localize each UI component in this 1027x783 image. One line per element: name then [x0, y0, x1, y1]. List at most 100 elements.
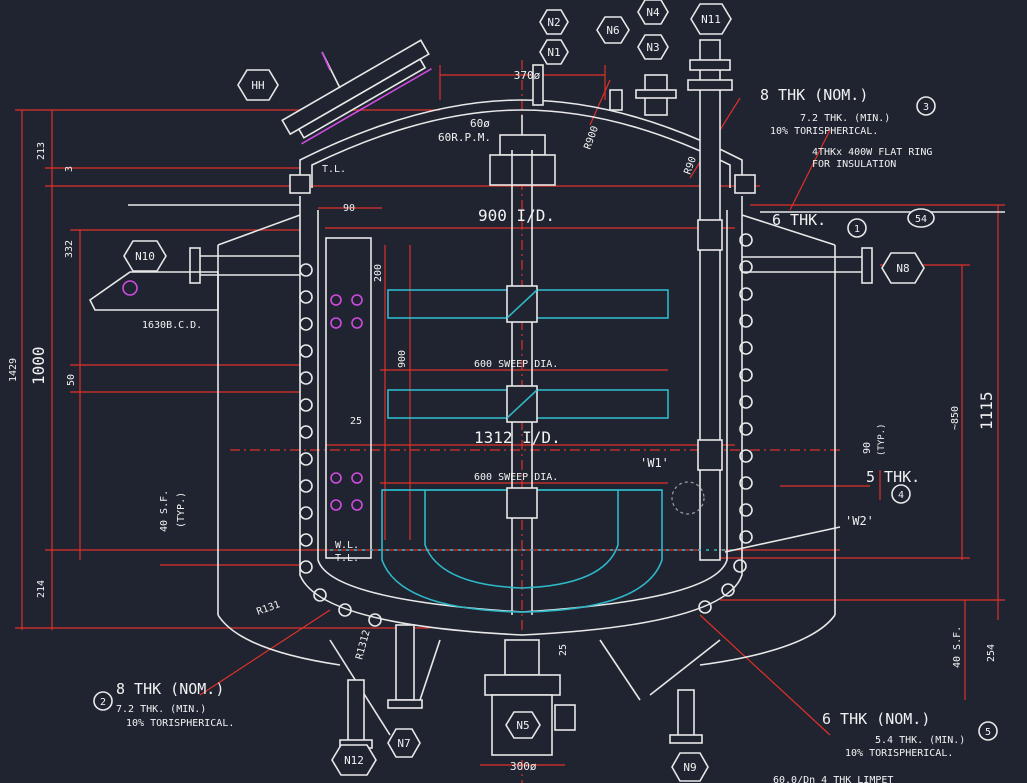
label-370: 370ø: [514, 69, 541, 82]
callout-3: 3: [916, 96, 936, 116]
tag-n2: N2: [539, 9, 569, 35]
callout-5-label: 5: [985, 727, 991, 738]
nozzle-tags: N2 N1 N4 N6 N3 N11 HH N10: [123, 0, 925, 782]
callout-5: 5: [978, 721, 998, 741]
note-shell-thk: 6 THK.: [772, 211, 826, 229]
dim-typ-right: (TYP.): [877, 423, 887, 456]
tag-n2-label: N2: [547, 16, 560, 29]
note-jacket-thk: 5 THK.: [866, 468, 920, 486]
label-300: 300ø: [510, 760, 537, 773]
note-bottom-right-tori: 10% TORISPHERICAL.: [845, 748, 953, 759]
tag-n1-label: N1: [547, 46, 560, 59]
dim-3: 3: [64, 166, 75, 172]
note-bottom-left-min: 7.2 THK. (MIN.): [116, 704, 206, 715]
tag-n11: N11: [690, 3, 732, 35]
dim-40sf-right: 40 S.F.: [952, 626, 963, 668]
tag-n5: N5: [505, 711, 541, 739]
dim-25-mid: 25: [350, 416, 362, 427]
callout-3-label: 3: [923, 102, 929, 113]
callout-2: 2: [93, 691, 113, 711]
label-r90: R90: [682, 155, 699, 176]
label-r131: R131: [255, 599, 281, 618]
notes: 8 THK (NOM.) 7.2 THK. (MIN.) 10% TORISPH…: [116, 86, 965, 759]
tag-n11-label: N11: [701, 13, 721, 26]
note-bottom-left-main: 8 THK (NOM.): [116, 680, 224, 698]
label-rpm: 60R.P.M.: [438, 131, 491, 144]
label-limpet: 60.0/Dn 4 THK LIMPET: [773, 775, 893, 783]
tag-hh: HH: [237, 69, 279, 101]
tag-n4-label: N4: [646, 6, 660, 19]
label-w1: 'W1': [640, 456, 669, 470]
note-bottom-right-main: 6 THK (NOM.): [822, 710, 930, 728]
dim-25-bottom: 25: [558, 644, 569, 656]
callout-54: 54: [907, 208, 935, 228]
tag-n6-label: N6: [606, 24, 619, 37]
tag-n8-label: N8: [896, 262, 909, 275]
dim-332: 332: [64, 240, 75, 258]
dim-90-right: 90: [862, 442, 873, 454]
label-sweep-1: 600 SWEEP DIA.: [474, 359, 558, 370]
note-ring-1: 4THKx 400W FLAT RING: [812, 147, 932, 158]
dim-900: 900: [397, 350, 408, 368]
dim-90-top: 90: [343, 203, 355, 214]
tag-n5-label: N5: [516, 719, 529, 732]
note-bottom-left-tori: 10% TORISPHERICAL.: [126, 718, 234, 729]
label-wl: W.L.: [335, 540, 359, 551]
label-r900: R900: [582, 125, 601, 151]
dim-850: ~850: [950, 406, 961, 430]
dim-1000: 1000: [29, 346, 48, 385]
dimension-values: 213 3 332 1429 1000 50 40 S.F. (TYP.) 21…: [8, 142, 997, 668]
callout-1-label: 1: [854, 224, 860, 235]
tag-n12-label: N12: [344, 754, 364, 767]
tag-n7-label: N7: [397, 737, 410, 750]
callout-2-label: 2: [100, 697, 106, 708]
tag-n9-label: N9: [683, 761, 696, 774]
top-nozzles: [281, 39, 733, 561]
tag-n7: N7: [387, 728, 421, 758]
note-top-right-tori: 10% TORISPHERICAL.: [770, 126, 878, 137]
side-nozzles: [88, 204, 1005, 311]
callouts: 3 1 54 4 2 5: [93, 96, 998, 741]
label-sweep-2: 600 SWEEP DIA.: [474, 472, 558, 483]
note-bottom-right-min: 5.4 THK. (MIN.): [875, 735, 965, 746]
dim-200: 200: [373, 264, 384, 282]
tag-n6: N6: [596, 16, 630, 44]
note-top-right-min: 7.2 THK. (MIN.): [800, 113, 890, 124]
note-top-right-main: 8 THK (NOM.): [760, 86, 868, 104]
label-r1312: R1312: [354, 629, 372, 661]
dim-typ: (TYP.): [176, 492, 187, 528]
note-ring-2: FOR INSULATION: [812, 159, 896, 170]
dimension-lines: [15, 60, 1005, 783]
dim-254: 254: [986, 644, 997, 662]
callout-4-label: 4: [898, 490, 904, 501]
callout-4: 4: [891, 484, 911, 504]
label-tl-top: T.L.: [322, 164, 346, 175]
label-id-1312: 1312 I/D.: [474, 428, 561, 447]
label-shaft-60: 60ø: [470, 117, 490, 130]
dim-213: 213: [36, 142, 47, 160]
tag-n4: N4: [637, 0, 669, 25]
dim-50: 50: [66, 374, 77, 386]
label-id-900: 900 I/D.: [478, 206, 555, 225]
tag-n10: N10: [123, 240, 167, 272]
callout-54-label: 54: [915, 214, 927, 225]
callout-1: 1: [847, 218, 867, 238]
dim-40sf: 40 S.F.: [159, 490, 170, 532]
tag-n9: N9: [671, 752, 709, 782]
dim-1429: 1429: [8, 358, 19, 382]
tag-n1: N1: [539, 39, 569, 65]
tag-n3-label: N3: [646, 41, 659, 54]
label-bcd: 1630B.C.D.: [142, 320, 202, 331]
tag-n8: N8: [881, 252, 925, 284]
label-w2: 'W2': [845, 514, 874, 528]
tag-n3: N3: [637, 34, 669, 60]
tag-hh-label: HH: [251, 79, 264, 92]
tag-n12: N12: [331, 744, 377, 776]
label-tl-bottom: T.L.: [335, 553, 359, 564]
labels: 370ø 60ø 60R.P.M. R900 R90 T.L. 900 I/D.…: [142, 69, 893, 783]
dim-1115: 1115: [977, 391, 996, 430]
internals: [325, 150, 841, 615]
tag-n10-label: N10: [135, 250, 155, 263]
dim-214: 214: [36, 580, 47, 598]
